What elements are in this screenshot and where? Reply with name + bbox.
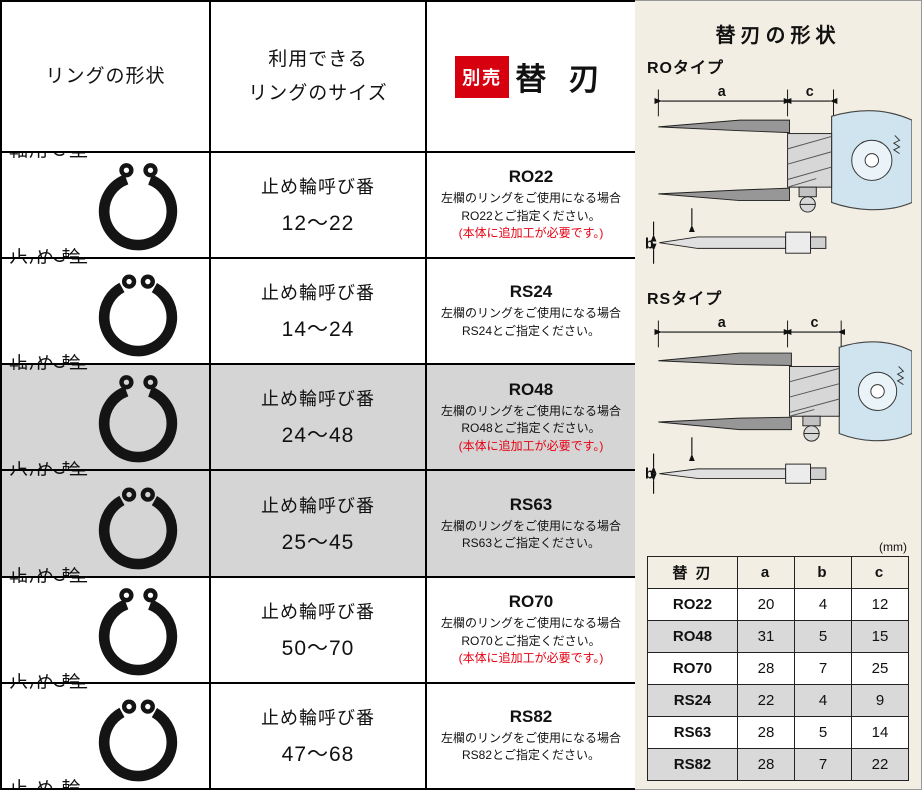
blade-cell: RS63 左欄のリングをご使用になる場合 RS63とご指定ください。 xyxy=(427,471,637,578)
svg-text:c: c xyxy=(806,84,814,100)
rework-warning: (本体に追加工が必要です。) xyxy=(458,438,604,453)
rework-warning: (本体に追加工が必要です。) xyxy=(458,226,604,241)
blade-dimension-table: 替 刃 a b c RO22 20 4 12 RO48 31 xyxy=(647,556,909,781)
sold-separately-badge: 別売 xyxy=(455,55,510,98)
shaft-ring-icon xyxy=(98,163,178,251)
ro-plier-diagram: a c b xyxy=(645,84,912,264)
panel-title: 替刃の形状 xyxy=(715,25,841,47)
blade-cell: RS82 左欄のリングをご使用になる場合 RS82とご指定ください。 xyxy=(427,683,637,790)
ring-spec-table: リングの形状 利用できる リングのサイズ 別売 替 刃 軸用Ｃ型 止 め 輪 止… xyxy=(0,0,637,790)
header-ring-shape-label: リングの形状 xyxy=(45,65,166,87)
dim-header-c: c xyxy=(851,556,909,589)
ring-size-cell: 止め輪呼び番 24〜48 xyxy=(211,365,427,472)
svg-text:b: b xyxy=(645,236,654,252)
blade-cell: RO70 左欄のリングをご使用になる場合 RO70とご指定ください。 (本体に追… xyxy=(427,577,637,684)
blade-code: RS24 xyxy=(509,282,553,302)
hole-ring-icon xyxy=(98,274,178,357)
ring-type-label: 穴用Ｃ型 止 め 輪 xyxy=(9,259,88,366)
shaft-ring-icon xyxy=(98,587,178,676)
svg-text:c: c xyxy=(811,315,819,331)
header-size-line2: リングのサイズ xyxy=(248,82,388,104)
blade-cell: RO48 左欄のリングをご使用になる場合 RO48とご指定ください。 (本体に追… xyxy=(427,365,637,472)
ring-shape-cell: 穴用Ｃ型 止 め 輪 xyxy=(2,259,211,366)
blade-code: RO48 xyxy=(508,379,554,399)
blade-cell: RS24 左欄のリングをご使用になる場合 RS24とご指定ください。 xyxy=(427,259,637,366)
hole-ring-icon xyxy=(98,699,178,782)
rs-plier-diagram: a c b xyxy=(645,315,912,494)
rs-type-label: RSタイプ xyxy=(647,291,723,308)
ring-shape-cell: 軸用Ｃ型 止 め 輪 xyxy=(2,577,211,684)
svg-text:a: a xyxy=(718,84,727,100)
blade-shape-panel: 替刃の形状 ROタイプ a c xyxy=(635,0,922,790)
ring-size-cell: 止め輪呼び番 14〜24 xyxy=(211,259,427,366)
table-row: RO70 28 7 25 xyxy=(647,652,909,685)
table-row: RS24 22 4 9 xyxy=(647,684,909,717)
ring-type-label: 軸用Ｃ型 止 め 輪 xyxy=(9,578,88,684)
rework-warning: (本体に追加工が必要です。) xyxy=(458,650,604,665)
ring-size-cell: 止め輪呼び番 47〜68 xyxy=(211,683,427,790)
ring-type-label: 穴用Ｃ型 止 め 輪 xyxy=(9,471,88,578)
table-row: RS63 28 5 14 xyxy=(647,716,909,749)
ro-type-label: ROタイプ xyxy=(647,60,725,77)
ring-shape-cell: 軸用Ｃ型 止 め 輪 xyxy=(2,153,211,260)
blade-cell: RO22 左欄のリングをご使用になる場合 RO22とご指定ください。 (本体に追… xyxy=(427,153,637,260)
ring-type-label: 軸用Ｃ型 止 め 輪 xyxy=(9,153,88,260)
ring-size-cell: 止め輪呼び番 12〜22 xyxy=(211,153,427,260)
blade-code: RS82 xyxy=(509,707,553,727)
dimension-table-block: (mm) 替 刃 a b c RO22 20 4 12 xyxy=(643,540,913,781)
header-ring-size: 利用できる リングのサイズ xyxy=(211,2,427,153)
ring-shape-cell: 軸用Ｃ型 止 め 輪 xyxy=(2,365,211,472)
svg-text:a: a xyxy=(718,315,727,331)
hole-ring-icon xyxy=(98,487,178,569)
header-ring-shape: リングの形状 xyxy=(2,2,211,153)
ring-type-label: 穴用Ｃ型 止 め 輪 xyxy=(9,684,88,790)
dim-header-blade: 替 刃 xyxy=(647,556,738,589)
blade-code: RO70 xyxy=(508,592,554,612)
header-blade: 別売 替 刃 xyxy=(427,2,637,153)
ring-size-cell: 止め輪呼び番 50〜70 xyxy=(211,577,427,684)
table-row: RS82 28 7 22 xyxy=(647,748,909,781)
unit-label: (mm) xyxy=(879,540,907,554)
table-row: RO48 31 5 15 xyxy=(647,620,909,653)
ring-shape-cell: 穴用Ｃ型 止 め 輪 xyxy=(2,471,211,578)
blade-header-title: 替 刃 xyxy=(515,62,607,97)
dim-header-b: b xyxy=(794,556,852,589)
shaft-ring-icon xyxy=(98,375,178,463)
dim-header-a: a xyxy=(737,556,795,589)
header-size-line1: 利用できる xyxy=(268,49,368,71)
ring-shape-cell: 穴用Ｃ型 止 め 輪 xyxy=(2,683,211,790)
blade-code: RS63 xyxy=(509,494,553,514)
ring-type-label: 軸用Ｃ型 止 め 輪 xyxy=(9,365,88,472)
svg-text:b: b xyxy=(645,466,654,482)
ring-size-cell: 止め輪呼び番 25〜45 xyxy=(211,471,427,578)
table-row: RO22 20 4 12 xyxy=(647,588,909,621)
blade-code: RO22 xyxy=(508,167,554,187)
